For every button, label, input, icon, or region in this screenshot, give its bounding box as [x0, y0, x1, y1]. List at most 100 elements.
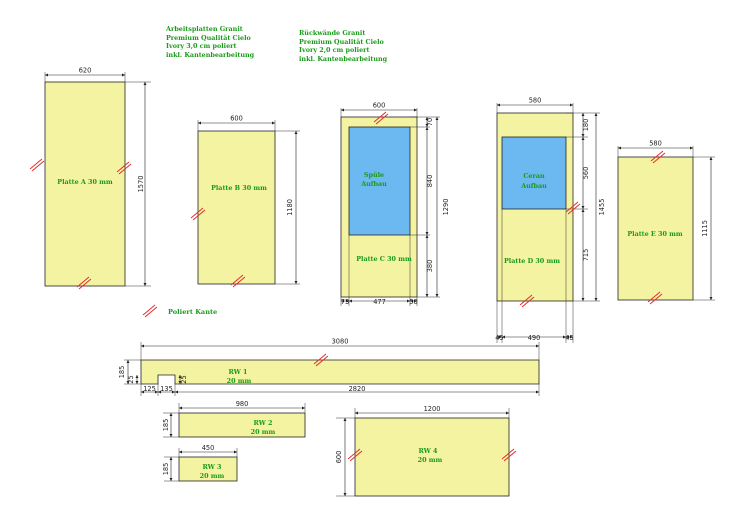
countertop-spec-line-4: inkl. Kantenbearbeitung: [166, 50, 255, 59]
platte-c-right-offset-dim-label: 50: [409, 298, 417, 306]
platte-c-polish-top-stroke-1: [373, 111, 387, 123]
platte-e-polish-bottom-stroke-2: [649, 293, 663, 305]
platte-d-cut-height-dim-label: 560: [582, 167, 590, 180]
platte-a-polish-right-stroke-1: [116, 161, 130, 173]
platte-c-cutout-label-1: Spüle: [364, 171, 384, 179]
platte-b-polish-bottom-stroke-1: [230, 274, 244, 286]
platte-d-polish-right-stroke-2: [567, 203, 581, 215]
rw1-height-dim-label: 185: [118, 366, 126, 379]
platte-d-right-offset-dim-label: 45: [565, 334, 573, 342]
platte-c-below-cut-dim-label: 380: [426, 260, 434, 273]
platte-c-cutout-label-2: Aufbau: [360, 180, 387, 188]
platte-d-cutout-label-2: Aufbau: [520, 182, 547, 190]
backsplash-spec-line-4: inkl. Kantenbearbeitung: [299, 54, 388, 63]
platte-e-width-dim-label: 580: [649, 140, 662, 148]
rw2-height-dim-label: 185: [162, 419, 170, 432]
platte-e-slab: [617, 156, 694, 301]
platte-b-polish-left-stroke-2: [192, 209, 206, 221]
platte-a-height-dim-label: 1570: [137, 176, 145, 193]
platte-b-name: Platte B 30 mm: [211, 184, 267, 192]
backsplash-spec-line-2: Premium Qualität Cielo: [299, 37, 384, 46]
platte-a-polish-right-stroke-2: [118, 163, 132, 175]
platte-d-width-dim-label: 580: [529, 97, 542, 105]
platte-d-cutout-label-1: Ceran: [523, 172, 545, 180]
platte-b-polish-bottom-stroke-2: [232, 276, 246, 288]
polished-edge-legend-label: Poliert Kante: [168, 308, 218, 316]
platte-c-name: Platte C 30 mm: [356, 255, 412, 263]
rw2-name: RW 2: [253, 419, 272, 427]
platte-c-sink-cutout: [348, 126, 411, 236]
platte-b-height-dim-label: 1180: [286, 199, 294, 216]
platte-a-polish-bottom-stroke-1: [76, 276, 90, 288]
rw2-width-dim-label: 980: [236, 400, 249, 408]
rw1-notch-left-dim-label: 125: [143, 385, 156, 393]
rw4-slab: [354, 417, 510, 497]
countertop-spec-note: Arbeitsplatten Granit Premium Qualität C…: [166, 25, 254, 59]
platte-e-polish-top-stroke-2: [652, 152, 666, 164]
rw1-name: RW 1: [228, 368, 247, 376]
platte-c-left-offset-dim-label: 73: [341, 298, 349, 306]
platte-b-polish-left-stroke-1: [190, 207, 204, 219]
platte-d-cut-width-dim-label: 490: [528, 334, 541, 342]
rw3-slab: [178, 456, 238, 482]
rw1-polish-top-stroke-2: [315, 355, 329, 367]
rw4-name: RW 4: [418, 447, 438, 455]
platte-a-polish-left-stroke-1: [29, 158, 43, 170]
platte-c-polish-top-stroke-2: [375, 113, 389, 125]
platte-a-polish-bottom-stroke-2: [78, 278, 92, 290]
rw4-polish-left-stroke-2: [349, 450, 363, 462]
platte-a-width-dim-label: 620: [79, 67, 92, 75]
rw4-polish-right-stroke-1: [501, 448, 515, 460]
platte-c-width-dim-label: 600: [373, 102, 386, 110]
platte-e-height-dim-label: 1115: [701, 220, 709, 237]
rw1-notch-height-right-dim-label: 25: [180, 375, 188, 383]
backsplash-spec-note: Rückwände Granit Premium Qualität Cielo …: [299, 29, 387, 63]
rw1-slab: [140, 359, 540, 385]
platte-d-polish-right-stroke-1: [565, 201, 579, 213]
rw1-notch-width-dim-label: 135: [160, 385, 173, 393]
platte-a-slab: [44, 81, 126, 287]
platte-d-ceran-cutout: [501, 136, 567, 210]
rw3-name: RW 3: [202, 463, 222, 471]
legend-polish-symbol-stroke-2: [144, 306, 158, 318]
rw2-slab: [178, 412, 306, 438]
platte-c-top-gap-dim-label: 70: [426, 118, 434, 126]
rw3-width-dim-label: 450: [202, 444, 215, 452]
platte-d-below-cut-dim-label: 715: [582, 249, 590, 262]
platte-a-name: Platte A 30 mm: [57, 178, 113, 186]
rw2-thickness: 20 mm: [251, 428, 276, 436]
backsplash-spec-line-3: Ivory 2,0 cm poliert: [299, 46, 370, 55]
rw1-width-dim-label: 3080: [332, 338, 349, 346]
platte-e-name: Platte E 30 mm: [627, 230, 683, 238]
platte-d-polish-bottom-stroke-2: [521, 296, 535, 308]
rw4-polish-right-stroke-2: [503, 450, 517, 462]
rw1-polish-top-stroke-1: [313, 353, 327, 365]
rw1-notch-height-left-dim-label: 25: [127, 375, 135, 383]
platte-c-cut-height-dim-label: 840: [426, 175, 434, 188]
rw3-thickness: 20 mm: [200, 472, 225, 480]
rw4-height-dim-label: 600: [335, 451, 343, 464]
platte-e-polish-bottom-stroke-1: [647, 291, 661, 303]
platte-d-top-gap-dim-label: 180: [582, 119, 590, 132]
backsplash-spec-line-1: Rückwände Granit: [299, 29, 366, 37]
rw1-thickness: 20 mm: [227, 377, 252, 385]
rw4-width-dim-label: 1200: [424, 405, 441, 413]
legend-polish-symbol-stroke-1: [142, 304, 156, 316]
rw4-thickness: 20 mm: [418, 456, 443, 464]
rw4-polish-left-stroke-1: [347, 448, 361, 460]
countertop-spec-line-2: Premium Qualität Cielo: [166, 33, 251, 42]
platte-b-width-dim-label: 600: [230, 115, 243, 123]
platte-d-polish-bottom-stroke-1: [519, 294, 533, 306]
rw1-bottom-dim-label: 2820: [349, 385, 366, 393]
platte-c-height-dim-label: 1290: [442, 199, 450, 216]
platte-d-height-dim-label: 1455: [598, 199, 606, 216]
platte-c-cut-width-dim-label: 477: [373, 298, 386, 306]
countertop-spec-line-3: Ivory 3,0 cm poliert: [166, 42, 237, 51]
platte-a-polish-left-stroke-2: [31, 160, 45, 172]
rw3-height-dim-label: 185: [162, 463, 170, 476]
platte-e-polish-top-stroke-1: [650, 150, 664, 162]
countertop-spec-line-1: Arbeitsplatten Granit: [166, 25, 243, 33]
platte-d-name: Platte D 30 mm: [504, 257, 560, 265]
platte-b-slab: [197, 130, 276, 285]
